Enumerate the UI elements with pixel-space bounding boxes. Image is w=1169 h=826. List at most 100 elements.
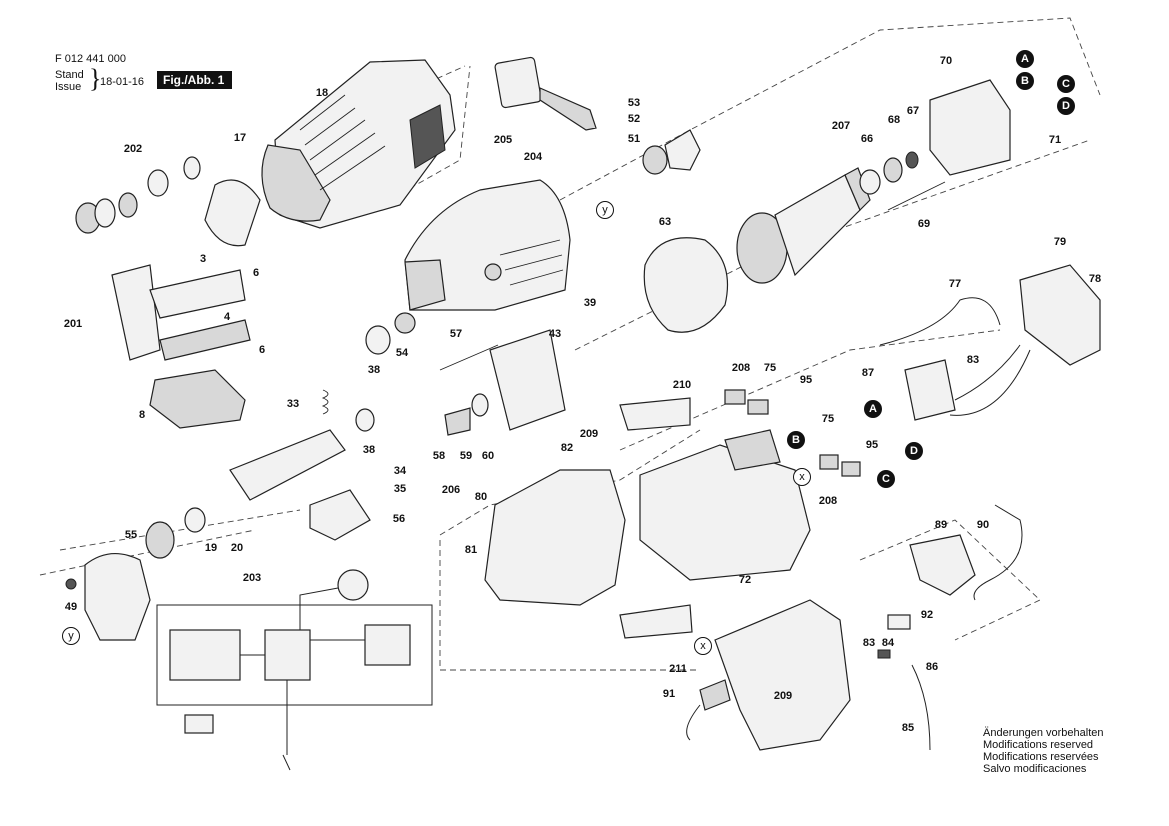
part-57-pin xyxy=(439,344,499,371)
marker-y-left: y xyxy=(62,627,80,645)
part-20-ring xyxy=(184,507,206,533)
part-drive-tube xyxy=(229,429,346,501)
marker-C-top: C xyxy=(1057,75,1075,93)
callout-89: 89 xyxy=(934,519,948,531)
part-208-connector-b xyxy=(747,399,769,415)
callout-18: 18 xyxy=(315,87,329,99)
callout-80: 80 xyxy=(474,491,488,503)
callout-56: 56 xyxy=(392,513,406,525)
part-52-flange xyxy=(664,129,701,171)
callout-8: 8 xyxy=(138,409,146,421)
callout-49: 49 xyxy=(64,601,78,613)
part-77-cable xyxy=(879,297,1001,346)
callout-201: 201 xyxy=(63,318,83,330)
part-67-ring xyxy=(905,151,919,169)
callout-6b: 6 xyxy=(258,344,266,356)
callout-38a: 38 xyxy=(367,364,381,376)
part-66-bearing xyxy=(859,169,881,195)
callout-34: 34 xyxy=(393,465,407,477)
part-92-clip xyxy=(887,614,911,630)
marker-x-right: x xyxy=(793,468,811,486)
figure-label: Fig./Abb. 1 xyxy=(157,71,233,89)
callout-3: 3 xyxy=(199,253,207,265)
part-number: F 012 441 000 xyxy=(55,53,126,65)
part-90-wire xyxy=(973,504,1023,601)
callout-78: 78 xyxy=(1088,273,1102,285)
callout-83b: 83 xyxy=(862,637,876,649)
callout-67: 67 xyxy=(906,105,920,117)
callout-83a: 83 xyxy=(966,354,980,366)
module-wires xyxy=(949,344,1031,416)
part-51-bearing xyxy=(642,145,668,175)
callout-86: 86 xyxy=(925,661,939,673)
callout-91: 91 xyxy=(662,688,676,700)
callout-210: 210 xyxy=(672,379,692,391)
part-85-cable xyxy=(911,664,931,751)
part-60-ring xyxy=(471,393,489,417)
part-17-nose-cap xyxy=(204,179,261,247)
callout-38b: 38 xyxy=(362,444,376,456)
marker-A-lower: A xyxy=(864,400,882,418)
callout-59: 59 xyxy=(459,450,473,462)
callout-63: 63 xyxy=(658,216,672,228)
part-207-armature xyxy=(736,167,871,284)
callout-204: 204 xyxy=(523,151,543,163)
part-208-connector-c xyxy=(819,454,839,470)
callout-70: 70 xyxy=(939,55,953,67)
part-89-switch xyxy=(909,534,976,596)
callout-203: 203 xyxy=(242,572,262,584)
callout-84: 84 xyxy=(881,637,895,649)
part-38-seal xyxy=(355,408,375,432)
part-201-lever xyxy=(111,264,251,429)
part-72-motor-housing xyxy=(639,444,811,581)
callout-208b: 208 xyxy=(818,495,838,507)
marker-x-lower: x xyxy=(694,637,712,655)
callout-51: 51 xyxy=(627,133,641,145)
callout-92: 92 xyxy=(920,609,934,621)
callout-39: 39 xyxy=(583,297,597,309)
callout-90: 90 xyxy=(976,519,990,531)
callout-60: 60 xyxy=(481,450,495,462)
note-fr: Modifications reservées xyxy=(983,751,1099,763)
note-de: Änderungen vorbehalten xyxy=(983,727,1104,739)
part-91-wire xyxy=(686,704,701,741)
part-78-end-cap xyxy=(1019,264,1101,366)
part-208-connector-d xyxy=(841,461,861,477)
callout-95a: 95 xyxy=(799,374,813,386)
callout-82: 82 xyxy=(560,442,574,454)
marker-D-top: D xyxy=(1057,97,1075,115)
modification-notes: Änderungen vorbehalten Modifications res… xyxy=(983,727,1103,775)
callout-95b: 95 xyxy=(865,439,879,451)
marker-C-lower: C xyxy=(877,470,895,488)
part-33-spring xyxy=(321,389,329,415)
callout-35: 35 xyxy=(393,483,407,495)
part-205-plate xyxy=(494,56,597,131)
callout-52: 52 xyxy=(627,113,641,125)
part-gear-plate xyxy=(489,329,566,431)
part-38-cap xyxy=(365,325,391,355)
marker-A-top: A xyxy=(1016,50,1034,68)
callout-66: 66 xyxy=(860,133,874,145)
part-18-nose-grip xyxy=(261,59,456,229)
part-19-bearing xyxy=(145,521,175,559)
part-72-top xyxy=(724,429,781,471)
callout-43: 43 xyxy=(548,328,562,340)
note-es: Salvo modificaciones xyxy=(983,763,1087,775)
callout-206: 206 xyxy=(441,484,461,496)
callout-33: 33 xyxy=(286,398,300,410)
callout-19: 19 xyxy=(204,542,218,554)
callout-4: 4 xyxy=(223,311,231,323)
callout-202: 202 xyxy=(123,143,143,155)
issue-label: Issue xyxy=(55,81,82,93)
part-91-sensor xyxy=(699,679,731,711)
callout-57: 57 xyxy=(449,328,463,340)
callout-55: 55 xyxy=(124,529,138,541)
callout-69: 69 xyxy=(917,218,931,230)
callout-6a: 6 xyxy=(252,267,260,279)
callout-75a: 75 xyxy=(763,362,777,374)
callout-87: 87 xyxy=(861,367,875,379)
callout-209b: 209 xyxy=(773,690,793,702)
callout-54: 54 xyxy=(395,347,409,359)
part-49-ball xyxy=(65,578,77,590)
part-55-grip xyxy=(84,553,151,641)
